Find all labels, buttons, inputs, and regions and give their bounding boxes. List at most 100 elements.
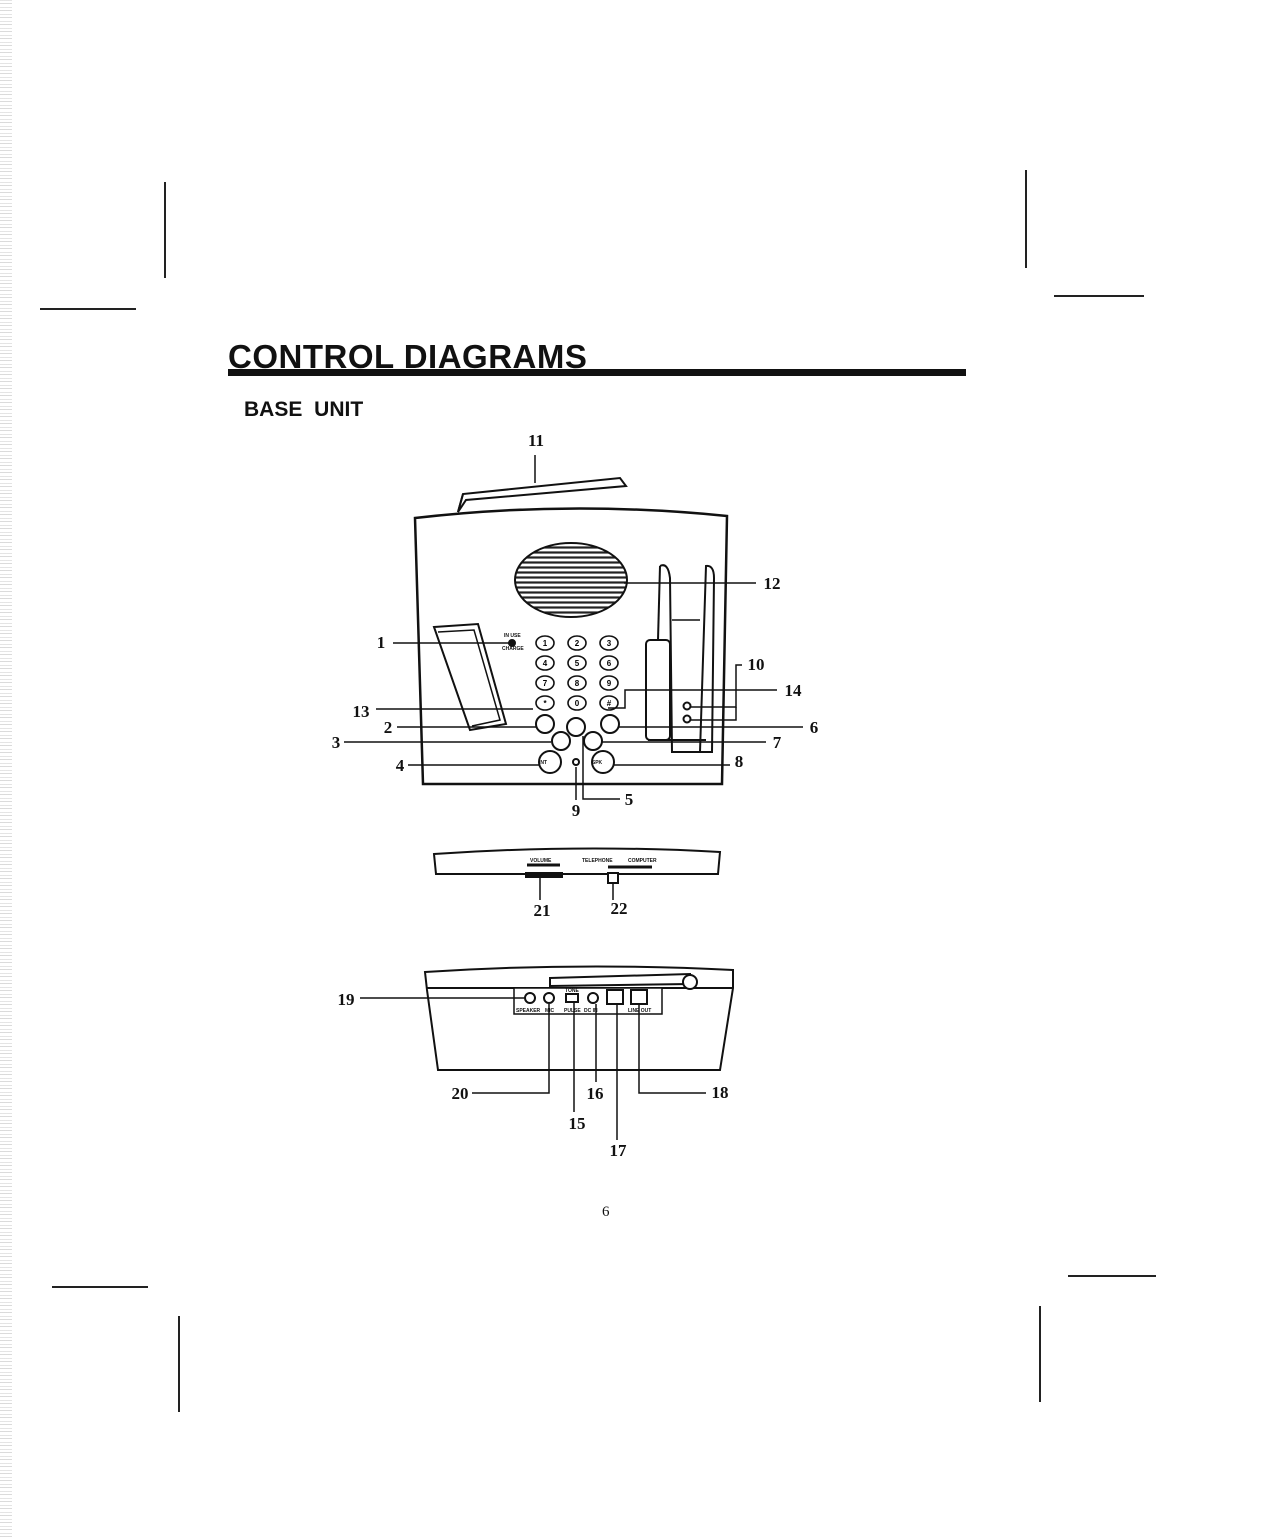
tone-label: TONE: [565, 988, 579, 994]
keypad-key-label: #: [607, 699, 612, 708]
antenna: [457, 476, 628, 513]
keypad-key-label: *: [543, 699, 547, 708]
crop-mark-top-right-horizontal: [1054, 295, 1144, 297]
crop-mark-bottom-left-vertical: [178, 1316, 180, 1412]
callout-1: 1: [377, 633, 386, 652]
keypad-key: [599, 655, 619, 671]
int-button: [538, 750, 562, 774]
callout-17: 17: [610, 1141, 628, 1160]
keypad-key: [535, 635, 555, 651]
keypad-key-label: 7: [543, 679, 548, 688]
volume-slider: [525, 872, 563, 878]
callout-11: 11: [528, 431, 544, 450]
front-edge-view: [432, 847, 722, 900]
callout-12: 12: [764, 574, 781, 593]
callout-19: 19: [338, 990, 355, 1009]
callout-13: 13: [353, 702, 370, 721]
callout-6: 6: [810, 718, 819, 737]
keypad-key: [567, 655, 587, 671]
top-view: IN USE CHARGE: [413, 476, 729, 786]
function-button-6: [600, 714, 620, 734]
section-subtitle: BASE UNIT: [244, 398, 364, 421]
telephone-computer-switch: [607, 872, 619, 884]
callout-16: 16: [587, 1084, 604, 1103]
telephone-label: TELEPHONE: [582, 858, 613, 864]
callout-15: 15: [569, 1114, 586, 1133]
keypad-key: [535, 695, 555, 711]
keypad-key: [599, 675, 619, 691]
keypad-key-label: 5: [575, 659, 580, 668]
crop-mark-bottom-left-horizontal: [52, 1286, 148, 1288]
dc-in-label: DC IN: [584, 1008, 598, 1014]
callout-22: 22: [611, 899, 628, 918]
callout-3: 3: [332, 733, 341, 752]
tel-line-jack: [606, 989, 624, 1005]
crop-mark-top-left-horizontal: [40, 308, 136, 310]
keypad-key-label: 3: [607, 639, 612, 648]
callout-14: 14: [785, 681, 803, 700]
function-button-2: [535, 714, 555, 734]
callout-21: 21: [534, 901, 551, 920]
keypad-key: [535, 675, 555, 691]
leader-lines-top: [344, 455, 803, 800]
keypad-key-label: 0: [575, 699, 580, 708]
scan-edge-texture: [0, 0, 12, 1539]
mic-jack: [543, 992, 555, 1004]
keypad-key-label: 4: [543, 659, 548, 668]
rear-view: [423, 965, 734, 1071]
handset-cradle: [659, 564, 716, 753]
keypad-key: [599, 635, 619, 651]
callout-8: 8: [735, 752, 744, 771]
antenna-knob: [682, 974, 698, 990]
status-led-lower: [682, 714, 692, 724]
int-button-label: INT: [539, 760, 547, 766]
function-button-3: [551, 731, 571, 751]
callout-5: 5: [625, 790, 634, 809]
page-number: 6: [602, 1204, 610, 1220]
spk-button-label: SPK: [592, 760, 603, 766]
keypad-key: [535, 655, 555, 671]
function-button-5: [566, 717, 586, 737]
speaker-jack: [524, 992, 536, 1004]
callout-18: 18: [712, 1083, 729, 1102]
keypad-key-label: 6: [607, 659, 612, 668]
leader-lines-rear: [360, 997, 706, 1140]
keypad-key: [567, 695, 587, 711]
callout-7: 7: [773, 733, 782, 752]
keypad-key: [567, 635, 587, 651]
crop-mark-top-right-vertical: [1025, 170, 1027, 268]
spk-button: [591, 750, 615, 774]
keypad-key-label: 8: [575, 679, 580, 688]
mic-jack-label: MIC: [545, 1008, 555, 1014]
speaker-jack-label: SPEAKER: [516, 1008, 541, 1014]
crop-mark-top-left-vertical: [164, 182, 166, 278]
callout-numbers: 11 12 1 10 14 13 2 6 3 7 4 8 5 9 21 22 1…: [332, 431, 819, 1160]
callout-9: 9: [572, 801, 581, 820]
callout-4: 4: [396, 756, 405, 775]
function-buttons: [535, 714, 620, 774]
base-body-front-edge: [432, 847, 722, 875]
status-led-upper: [682, 701, 692, 711]
page-title: CONTROL DIAGRAMS: [228, 338, 588, 375]
dc-in-jack: [587, 992, 599, 1004]
in-use-label: IN USE: [504, 633, 521, 639]
crop-mark-bottom-right-vertical: [1039, 1306, 1041, 1402]
title-underline: [228, 369, 966, 376]
callout-10: 10: [748, 655, 765, 674]
mic-hole: [572, 758, 580, 766]
volume-label: VOLUME: [530, 858, 552, 864]
keypad-key: [567, 675, 587, 691]
callout-2: 2: [384, 718, 393, 737]
keypad-key-label: 9: [607, 679, 612, 688]
keypad-key-label: 1: [543, 639, 548, 648]
directory-card-holder: [432, 622, 508, 732]
callout-20: 20: [452, 1084, 469, 1103]
tone-pulse-switch: [565, 993, 579, 1003]
pulse-label: PULSE: [564, 1008, 581, 1014]
computer-label: COMPUTER: [628, 858, 657, 864]
crop-mark-bottom-right-horizontal: [1068, 1275, 1156, 1277]
speaker-grille: [514, 542, 628, 618]
function-button-7: [583, 731, 603, 751]
